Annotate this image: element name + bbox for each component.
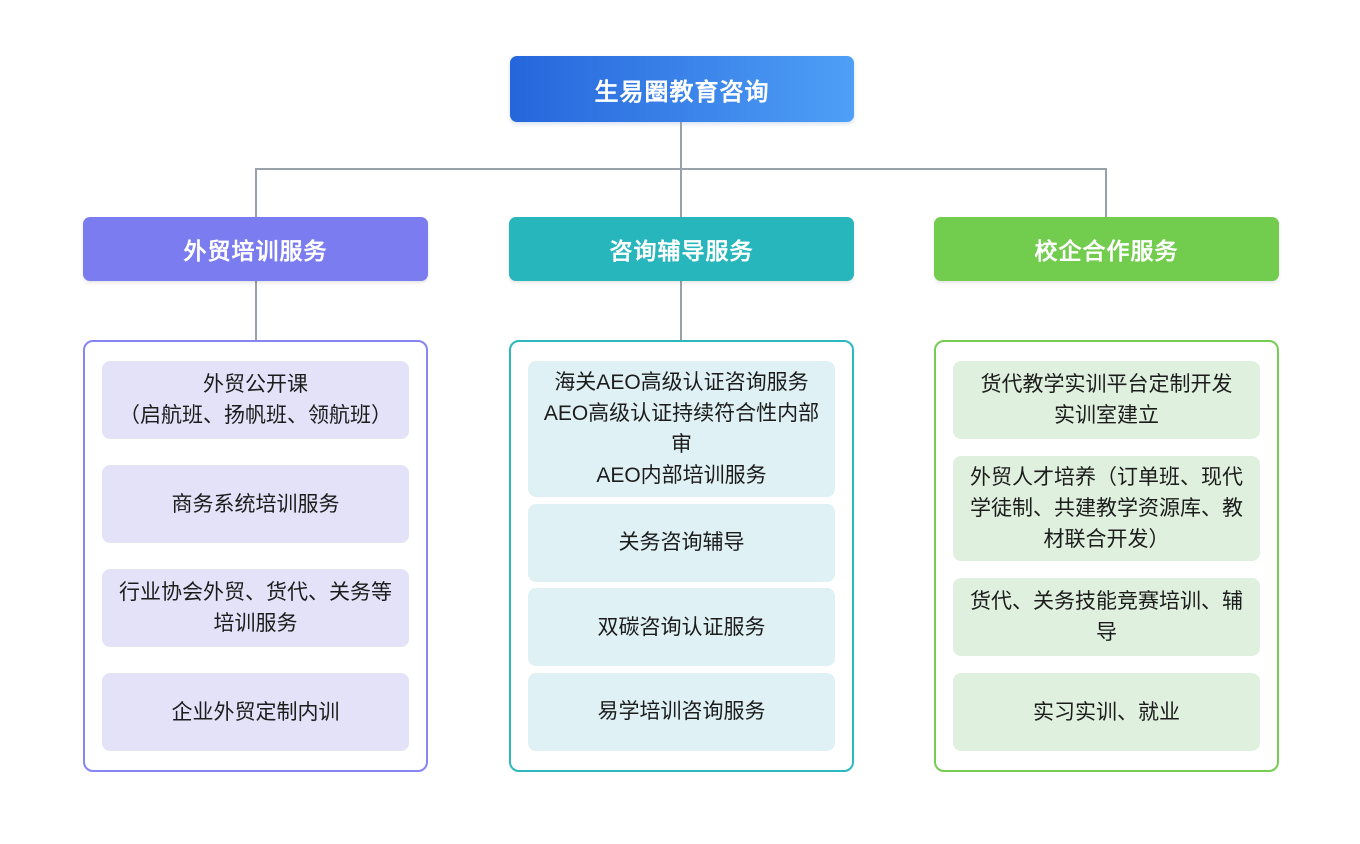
branch-header-trade-training: 外贸培训服务 bbox=[83, 217, 428, 281]
node-item: 企业外贸定制内训 bbox=[102, 673, 409, 751]
branch-column-consulting: 咨询辅导服务 海关AEO高级认证咨询服务 AEO高级认证持续符合性内部审 AEO… bbox=[509, 217, 854, 772]
root-node: 生易圈教育咨询 bbox=[510, 56, 854, 122]
branch-container-school-enterprise: 货代教学实训平台定制开发 实训室建立 外贸人才培养（订单班、现代学徒制、共建教学… bbox=[934, 340, 1279, 772]
connector-stem-branch-2 bbox=[680, 281, 682, 340]
node-item: 商务系统培训服务 bbox=[102, 465, 409, 543]
node-item: 行业协会外贸、货代、关务等培训服务 bbox=[102, 569, 409, 647]
connector-drop-branch-2 bbox=[680, 168, 682, 217]
connector-stem-branch-1 bbox=[255, 281, 257, 340]
node-item: 易学培训咨询服务 bbox=[528, 672, 835, 751]
branch-column-trade-training: 外贸培训服务 外贸公开课 （启航班、扬帆班、领航班） 商务系统培训服务 行业协会… bbox=[83, 217, 428, 772]
node-item: 货代、关务技能竞赛培训、辅导 bbox=[953, 578, 1260, 656]
branch-column-school-enterprise: 校企合作服务 货代教学实训平台定制开发 实训室建立 外贸人才培养（订单班、现代学… bbox=[934, 217, 1279, 772]
node-item: 外贸公开课 （启航班、扬帆班、领航班） bbox=[102, 361, 409, 439]
connector-drop-branch-1 bbox=[255, 168, 257, 217]
node-item: 实习实训、就业 bbox=[953, 673, 1260, 751]
branch-header-school-enterprise: 校企合作服务 bbox=[934, 217, 1279, 281]
node-item: 外贸人才培养（订单班、现代学徒制、共建教学资源库、教材联合开发） bbox=[953, 456, 1260, 561]
node-item: 海关AEO高级认证咨询服务 AEO高级认证持续符合性内部审 AEO内部培训服务 bbox=[528, 361, 835, 497]
branch-header-consulting: 咨询辅导服务 bbox=[509, 217, 854, 281]
branch-container-consulting: 海关AEO高级认证咨询服务 AEO高级认证持续符合性内部审 AEO内部培训服务 … bbox=[509, 340, 854, 772]
branch-container-trade-training: 外贸公开课 （启航班、扬帆班、领航班） 商务系统培训服务 行业协会外贸、货代、关… bbox=[83, 340, 428, 772]
node-item: 关务咨询辅导 bbox=[528, 503, 835, 582]
connector-root-vertical bbox=[680, 122, 682, 169]
node-item: 双碳咨询认证服务 bbox=[528, 588, 835, 667]
connector-drop-branch-3 bbox=[1105, 168, 1107, 217]
node-item: 货代教学实训平台定制开发 实训室建立 bbox=[953, 361, 1260, 439]
